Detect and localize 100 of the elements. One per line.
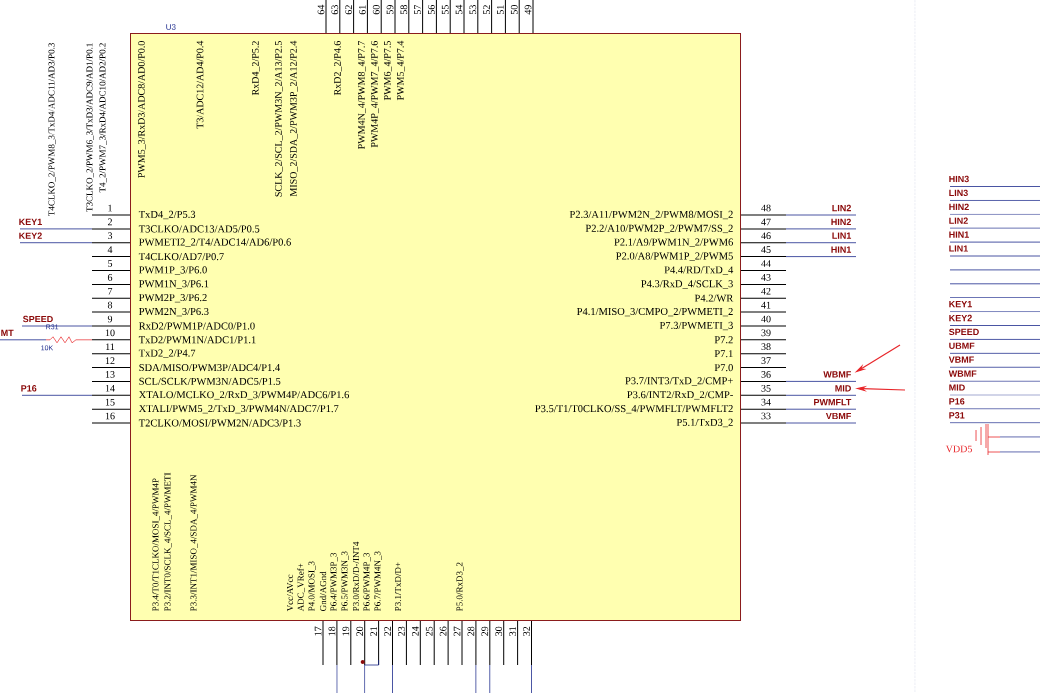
pin-number: 58 [400, 5, 408, 15]
pin-name: PWM4P_4/PWM7_4/P7.6 [371, 41, 379, 148]
pin-name: P3.3/INT1/MISO_4/SDA_4/PWM4N [190, 474, 198, 612]
pin-number: 43 [761, 274, 771, 281]
pin-number: 63 [331, 5, 339, 15]
pin-name: RxD2_2/P4.6 [334, 41, 342, 96]
net-label: KEY1 [949, 301, 972, 308]
pin-number: 49 [524, 5, 532, 15]
pin-name: TxD2_2/P4.7 [138, 349, 196, 358]
net-label: SPEED [949, 328, 979, 336]
pin-name: ADC_VRef+ [297, 563, 305, 612]
pin-name: SDA/MISO/PWM3P/ADC4/P1.4 [139, 364, 280, 372]
pin-name: P4.2/WR [694, 294, 734, 302]
pin-name: P3.5/T1/T0CLKO/SS_4/PWMFLT/PWMFLT2 [535, 405, 733, 414]
pin-name: P5.1/TxD3_2 [676, 418, 733, 428]
net-label: MID [835, 385, 851, 392]
net-label: VDD5 [945, 445, 972, 453]
pin-number: 52 [483, 5, 490, 15]
pin-number: 57 [414, 5, 421, 15]
pin-name: TxD2/PWM1N/ADC1/P1.1 [138, 336, 256, 344]
pin-name: P3.7/INT3/TxD_2/CMP+ [625, 377, 733, 386]
pin-number: 5 [108, 260, 113, 267]
pin-name: MISO_2/SDA_2/PWM3P_2/A12/P2.4 [290, 40, 298, 197]
pin-number: 34 [761, 398, 771, 406]
net-label: HIN2 [831, 218, 851, 226]
pin-name: P3.2/INT0/SCLK_4/SCL_4/PWMETI [164, 472, 172, 612]
pin-number: 11 [106, 343, 115, 350]
net-label: HIN3 [949, 175, 969, 183]
net-label: P16 [949, 398, 965, 405]
pin-name: P2.3/A11/PWM2N_2/PWM8/MOSI_2 [569, 210, 733, 220]
net-label: WBMF [823, 371, 851, 378]
pin-name: T2CLKO/MOSI/PWM2N/ADC3/P1.3 [138, 419, 301, 427]
pin-number: 50 [510, 5, 518, 15]
pin-number: 1 [108, 204, 112, 212]
net-label: WBMF [948, 370, 977, 377]
pin-name: T4CLKO/AD7/P0.7 [138, 253, 224, 261]
pin-number: 13 [105, 371, 115, 378]
net-label: VBMF [825, 412, 851, 420]
pin-number: 33 [761, 412, 771, 420]
pin-number: 41 [761, 301, 771, 309]
pin-name: PWM1P_3/P6.0 [139, 266, 207, 275]
pin-number: 47 [761, 218, 771, 226]
pin-name: P5.0/RxD3_2 [456, 562, 464, 612]
pin-number: 4 [107, 246, 113, 253]
pin-number: 10 [105, 329, 115, 337]
pin-name: P7.0 [714, 364, 733, 372]
pin-number: 42 [761, 287, 771, 295]
net-label: VBMF [948, 356, 974, 363]
net-label: UBMF [949, 342, 975, 349]
net-label: PWMFLT [814, 399, 852, 406]
net-label: MT [1, 329, 14, 336]
pin-name: PWM1N_3/P6.1 [139, 280, 209, 289]
pin-name: SCLK_2/SCL_2/PWM3N_2/A13/P2.5 [275, 41, 283, 197]
pin-name: P3.0/RxD/D-/INT4 [352, 541, 360, 612]
pin-number: 59 [386, 5, 394, 15]
pin-name: P3.4/T0/T1CLKO/MOSI_4/PWM4P [152, 478, 160, 612]
pin-number: 36 [761, 371, 771, 378]
pin-name: T4_2/PWM7_3/RxD4/ADC10/AD2/P0.2 [99, 43, 107, 193]
net-label: KEY2 [949, 314, 972, 322]
pin-number: 8 [107, 301, 113, 309]
pin-name: P4.4/RD/TxD_4 [664, 266, 734, 275]
pin-name: RxD2/PWM1P/ADC0/P1.0 [139, 322, 255, 330]
pin-name: P7.1 [714, 350, 733, 358]
net-label: KEY1 [19, 218, 42, 225]
pin-name: P7.2 [714, 336, 733, 344]
pin-number: 7 [108, 287, 113, 295]
pin-number: 64 [317, 4, 325, 15]
pin-name: P2.1/A9/PWM1N_2/PWM6 [614, 238, 733, 247]
pin-number: 51 [497, 5, 504, 15]
pin-number: 12 [105, 357, 115, 364]
net-label: LIN3 [949, 189, 968, 197]
pin-number: 44 [761, 260, 771, 267]
pin-name: P3.1/TxD/D+ [394, 562, 402, 612]
pin-name: P6.4/PWM3P_3 [330, 552, 338, 612]
pin-name: SCL/SCLK/PWM3N/ADC5/P1.5 [139, 377, 281, 385]
pin-name: PWMETI2_2/T4/ADC14/AD6/P0.6 [139, 238, 291, 247]
pin-name: P6.6/PWM4P_3 [363, 552, 371, 612]
pin-name: T4CLKO_2/PWM8_3/TxD4/ADC11/AD3/P0.3 [48, 43, 56, 216]
pin-name: PWM2N_3/P6.3 [139, 307, 209, 317]
pin-number: 46 [761, 232, 771, 240]
net-label: KEY2 [19, 232, 42, 239]
pin-name: P3.6/INT2/RxD_2/CMP- [627, 391, 733, 400]
pin-number: 9 [107, 315, 113, 323]
net-label: LIN1 [832, 232, 852, 239]
net-label: HIN1 [831, 246, 852, 253]
pin-number: 35 [761, 384, 771, 392]
pin-number: 62 [345, 5, 352, 15]
pin-number: 61 [359, 5, 366, 15]
pin-number: 16 [105, 412, 115, 420]
pin-name: PWM2P_3/P6.2 [139, 294, 207, 303]
net-label: P16 [21, 385, 37, 392]
pin-number: 45 [761, 246, 771, 253]
pin-name: P4.0/MOSI_3 [308, 561, 316, 612]
pin-number: 60 [372, 5, 380, 15]
pin-name: PWM5_4/P7.4 [397, 40, 405, 101]
pin-name: RxD4_2/P5.2 [252, 41, 260, 96]
net-label: LIN1 [949, 245, 968, 252]
pin-name: PWM4N_4/PWM8_4/P7.7 [358, 41, 366, 150]
pin-name: T3CLKO_2/PWM6_3/TxD3/ADC9/AD1/P0.1 [86, 43, 94, 212]
pin-name: TxD4_2/P5.3 [138, 210, 196, 220]
